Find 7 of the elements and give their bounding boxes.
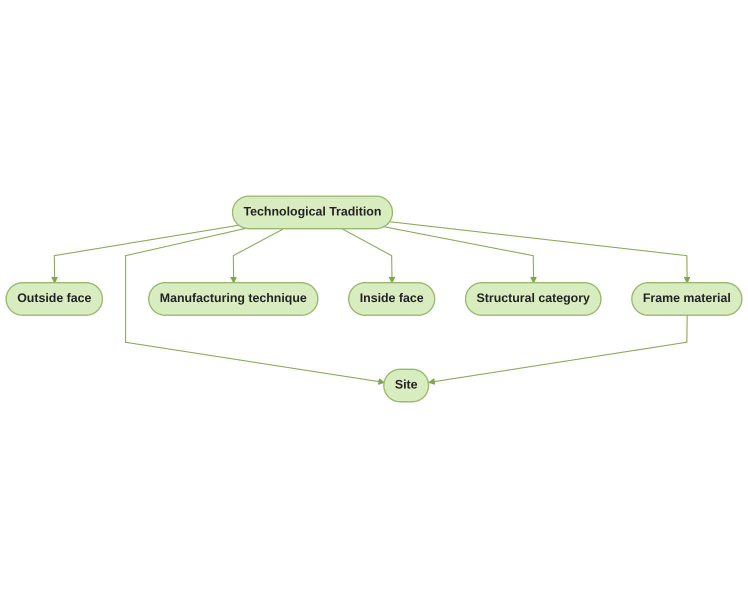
- arrow: [390, 221, 691, 284]
- arrow: [230, 228, 284, 284]
- arrow: [125, 228, 385, 385]
- arrow: [384, 226, 537, 284]
- arrow: [428, 316, 688, 385]
- arrow: [51, 224, 239, 284]
- arrow: [342, 228, 396, 284]
